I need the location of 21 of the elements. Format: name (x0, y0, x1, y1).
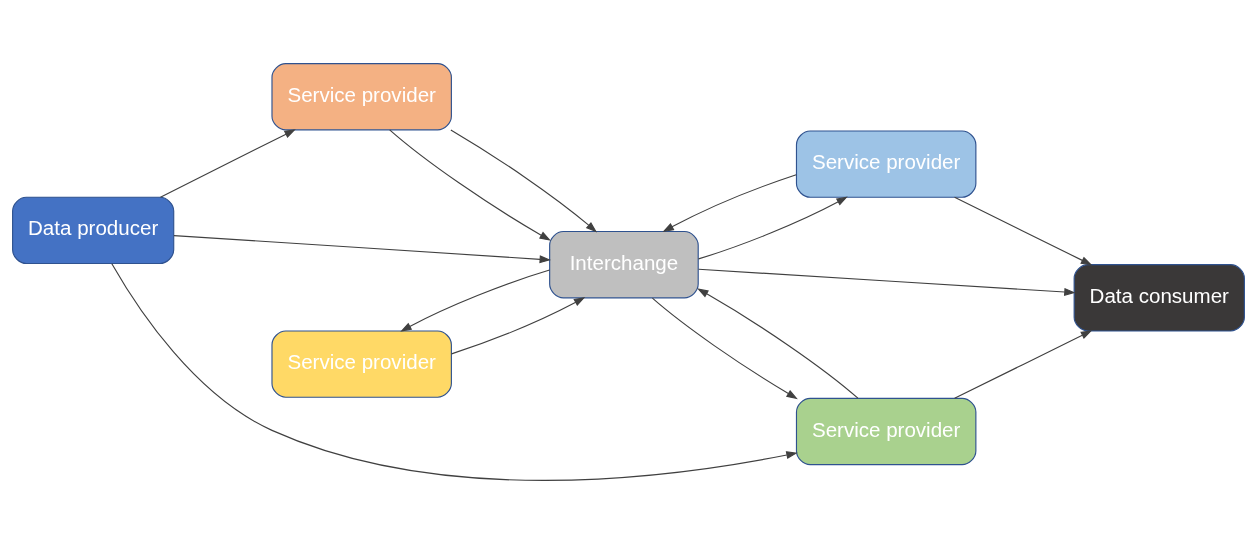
arrow (954, 196, 1093, 265)
node-box: Service provider (271, 62, 452, 130)
arrow (651, 297, 798, 399)
arrow (451, 296, 586, 354)
node-box: Service provider (271, 329, 452, 398)
arrow (697, 287, 859, 399)
arrow (697, 196, 848, 259)
arrow (173, 234, 551, 263)
arrow (389, 128, 551, 241)
arrow (450, 128, 598, 232)
arrow (662, 173, 797, 232)
arrow (111, 262, 798, 481)
arrow (400, 269, 551, 332)
arrow (159, 128, 296, 198)
node-box: Service provider (795, 397, 977, 465)
node-box: Data producer (12, 196, 175, 264)
arrow (954, 329, 1093, 399)
arrow (698, 268, 1076, 296)
node-box: Service provider (795, 129, 977, 198)
node-box: Data consumer (1073, 263, 1245, 332)
node-box: Interchange (549, 230, 699, 298)
